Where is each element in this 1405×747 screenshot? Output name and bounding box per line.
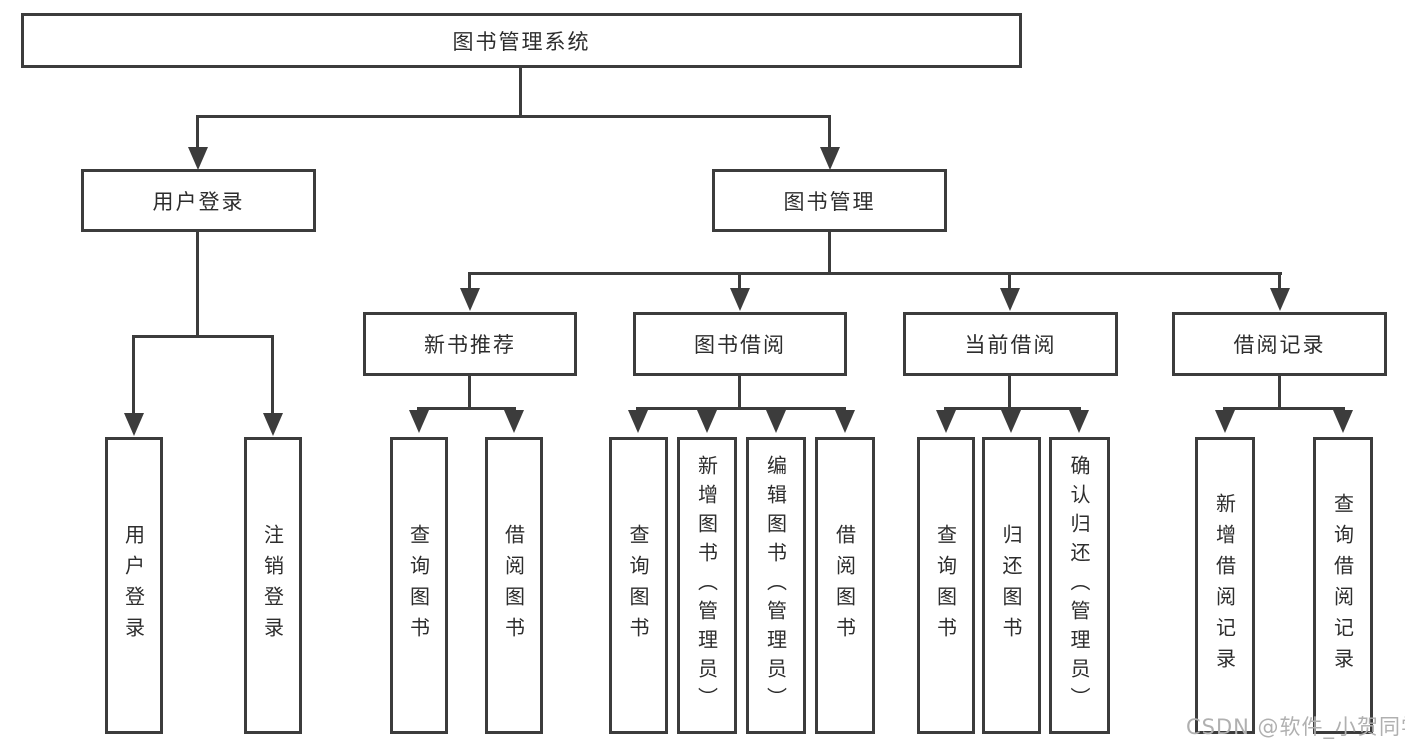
arrow-down-icon bbox=[1333, 410, 1353, 433]
node-book-borrowing: 图书借阅 bbox=[633, 312, 847, 376]
connector-line bbox=[636, 407, 846, 410]
node-label: 查询图书 bbox=[626, 523, 650, 648]
leaf-add-borrow-record: 新增借阅记录 bbox=[1195, 437, 1255, 734]
node-label: 借阅图书 bbox=[501, 523, 526, 648]
connector-line bbox=[468, 376, 471, 410]
connector-line bbox=[196, 115, 199, 152]
node-user-login: 用户登录 bbox=[81, 169, 316, 232]
arrow-down-icon bbox=[124, 413, 144, 436]
connector-line bbox=[196, 232, 199, 338]
node-label: 借阅记录 bbox=[1233, 333, 1326, 357]
leaf-query-borrow-record: 查询借阅记录 bbox=[1313, 437, 1373, 734]
arrow-down-icon bbox=[504, 410, 524, 433]
connector-line bbox=[468, 272, 471, 290]
connector-line bbox=[417, 407, 516, 410]
node-label: 新增借阅记录 bbox=[1212, 492, 1237, 679]
connector-line bbox=[738, 272, 741, 290]
node-label: 查询图书 bbox=[406, 523, 431, 648]
node-borrowing-records: 借阅记录 bbox=[1172, 312, 1387, 376]
node-label: 编辑图书（管理员） bbox=[763, 455, 788, 716]
node-label: 图书管理系统 bbox=[452, 29, 591, 54]
leaf-borrow-books-borrowing: 借阅图书 bbox=[815, 437, 875, 734]
connector-line bbox=[944, 407, 1081, 410]
connector-line bbox=[1008, 272, 1011, 290]
arrow-down-icon bbox=[1001, 410, 1021, 433]
arrow-down-icon bbox=[697, 410, 717, 433]
arrow-down-icon bbox=[766, 410, 786, 433]
node-label: 注销登录 bbox=[260, 523, 285, 648]
node-label: 用户登录 bbox=[152, 189, 245, 214]
connector-line bbox=[1278, 272, 1281, 290]
connector-line bbox=[519, 66, 522, 115]
node-label: 用户登录 bbox=[121, 523, 146, 648]
connector-line bbox=[738, 376, 741, 410]
node-book-management: 图书管理 bbox=[712, 169, 947, 232]
leaf-edit-books-admin: 编辑图书（管理员） bbox=[746, 437, 806, 734]
node-label: 当前借阅 bbox=[964, 333, 1057, 357]
node-label: 图书借阅 bbox=[694, 333, 786, 357]
watermark: CSDN @软件_小贺同学 bbox=[1186, 715, 1405, 739]
leaf-query-books-borrowing: 查询图书 bbox=[609, 437, 668, 734]
node-current-borrowing: 当前借阅 bbox=[903, 312, 1118, 376]
node-label: 图书管理 bbox=[783, 189, 876, 214]
leaf-add-books-admin: 新增图书（管理员） bbox=[677, 437, 737, 734]
arrow-down-icon bbox=[1215, 410, 1235, 433]
node-label: 确认归还（管理员） bbox=[1067, 455, 1091, 716]
node-label: 借阅图书 bbox=[832, 523, 857, 648]
node-new-book-recommendation: 新书推荐 bbox=[363, 312, 577, 376]
connector-line bbox=[828, 232, 831, 275]
connector-line bbox=[196, 115, 831, 118]
arrow-down-icon bbox=[1270, 288, 1290, 311]
leaf-logout-login: 注销登录 bbox=[244, 437, 302, 734]
arrow-down-icon bbox=[628, 410, 648, 433]
arrow-down-icon bbox=[460, 288, 480, 311]
connector-line bbox=[132, 335, 274, 338]
node-label: 归还图书 bbox=[999, 523, 1023, 648]
node-label: 新书推荐 bbox=[424, 333, 516, 357]
arrow-down-icon bbox=[1000, 288, 1020, 311]
leaf-query-books-current: 查询图书 bbox=[917, 437, 975, 734]
node-label: 查询借阅记录 bbox=[1330, 492, 1355, 679]
arrow-down-icon bbox=[263, 413, 283, 436]
connector-line bbox=[828, 115, 831, 152]
leaf-return-books: 归还图书 bbox=[982, 437, 1041, 734]
node-label: 查询图书 bbox=[933, 523, 958, 648]
arrow-down-icon bbox=[936, 410, 956, 433]
arrow-down-icon bbox=[1069, 410, 1089, 433]
arrow-down-icon bbox=[188, 147, 208, 170]
arrow-down-icon bbox=[730, 288, 750, 311]
connector-line bbox=[271, 335, 274, 417]
node-label: 新增图书（管理员） bbox=[694, 455, 719, 716]
leaf-confirm-return-admin: 确认归还（管理员） bbox=[1049, 437, 1110, 734]
connector-line bbox=[132, 335, 135, 417]
connector-line bbox=[1223, 407, 1345, 410]
leaf-borrow-books-recommend: 借阅图书 bbox=[485, 437, 543, 734]
connector-line bbox=[1008, 376, 1011, 410]
leaf-user-login: 用户登录 bbox=[105, 437, 163, 734]
leaf-query-books-recommend: 查询图书 bbox=[390, 437, 448, 734]
connector-line bbox=[468, 272, 1282, 275]
connector-line bbox=[1278, 376, 1281, 410]
arrow-down-icon bbox=[409, 410, 429, 433]
arrow-down-icon bbox=[835, 410, 855, 433]
node-library-system: 图书管理系统 bbox=[21, 13, 1022, 68]
arrow-down-icon bbox=[820, 147, 840, 170]
